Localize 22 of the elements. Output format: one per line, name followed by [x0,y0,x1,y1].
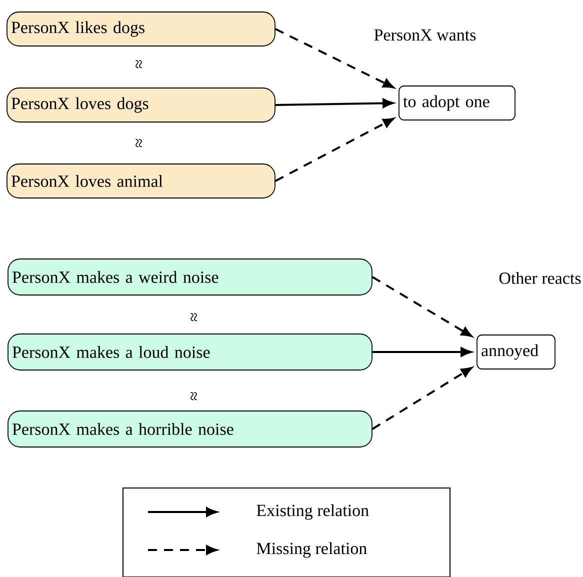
similarity-symbol: ≈ [190,392,197,400]
legend-text: Existing relation [256,504,369,520]
similarity-symbol: ≈ [136,138,142,148]
source-box: PersonX makes a weird noise [8,258,372,296]
similarity-symbol: ≈ [136,60,142,68]
arrow [275,98,394,108]
arrow [275,28,394,88]
target-box: annoyed [476,334,556,370]
source-box: PersonX loves animal [6,164,276,198]
source-box: PersonX loves dogs [6,88,276,122]
arrow [372,367,472,430]
arrow [372,347,472,357]
relation-label: Other reacts [499,272,581,284]
legend-text: Missing relation [256,542,367,558]
source-box: PersonX makes a loud noise [8,334,372,370]
arrow [372,276,472,337]
similarity-symbol: ≈ [190,312,197,322]
arrow [274,118,394,182]
source-box: PersonX makes a horrible noise [8,410,372,448]
target-box: to adopt one [398,86,516,120]
relation-label: PersonX wants [374,29,476,41]
source-box: PersonX likes dogs [6,12,276,46]
